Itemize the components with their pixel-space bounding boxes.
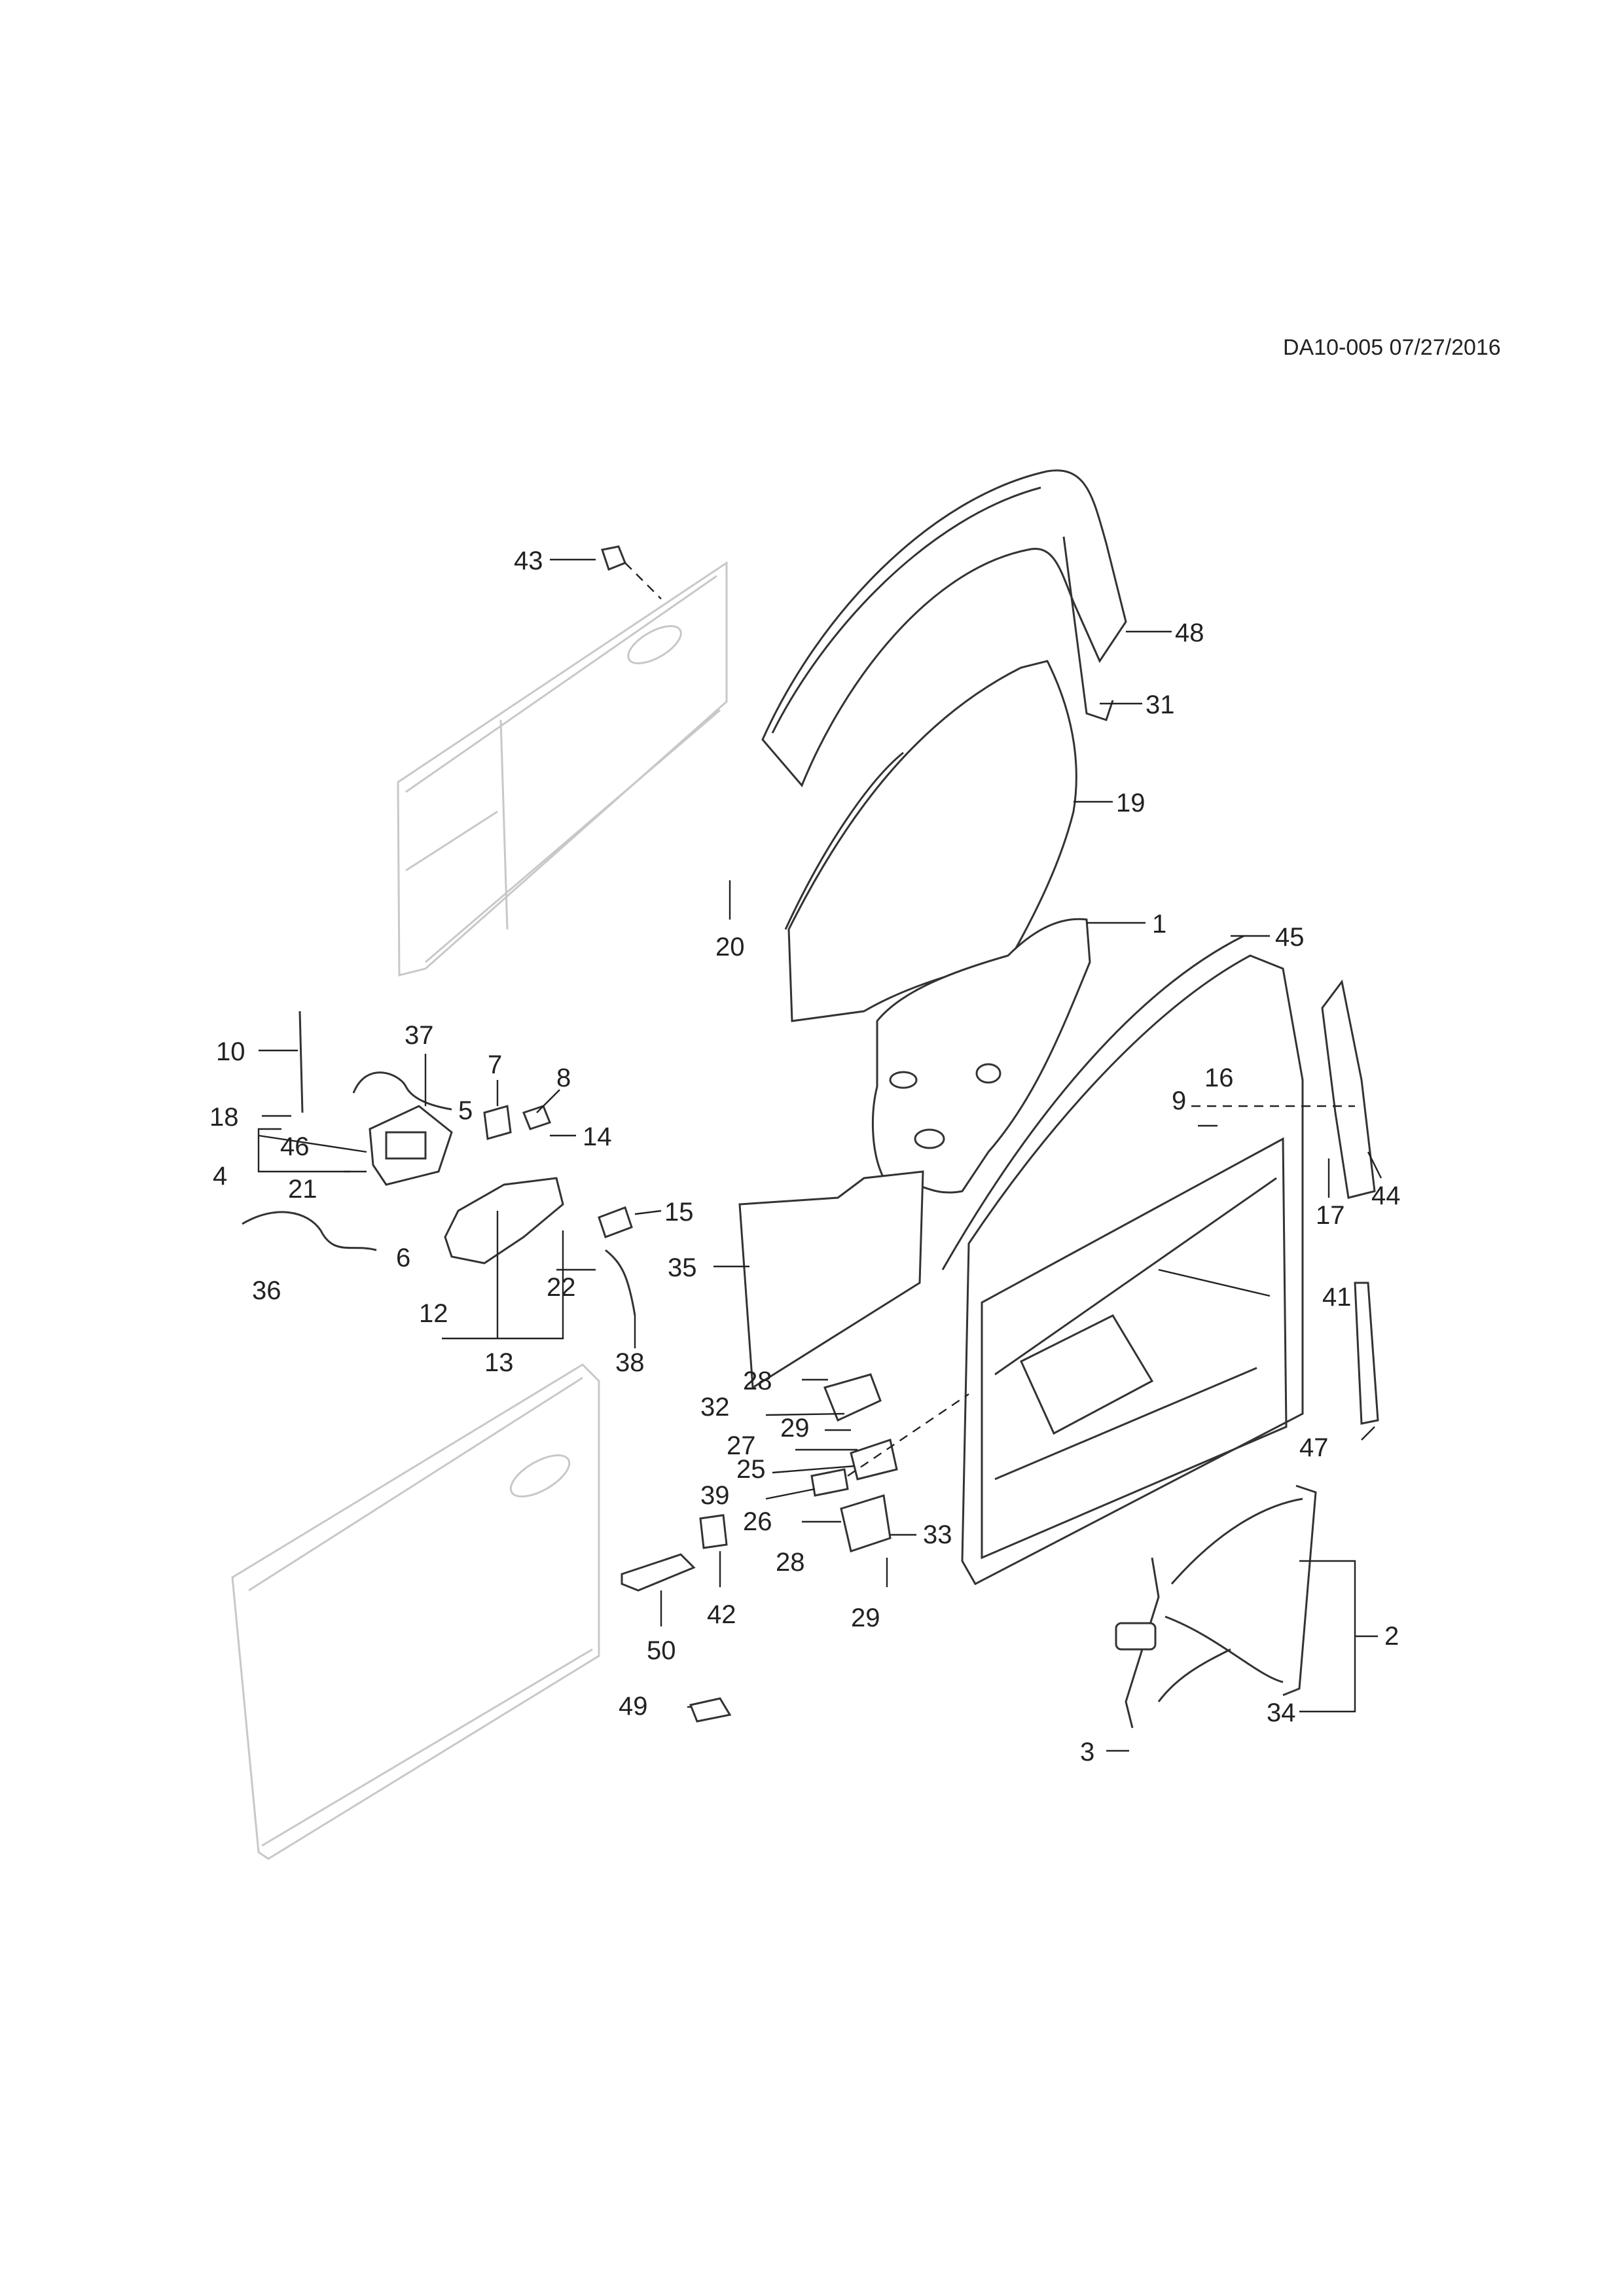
callout-39: 39	[700, 1481, 730, 1510]
callout-18: 18	[209, 1103, 239, 1132]
callout-27: 27	[727, 1431, 756, 1460]
lock-cable-37	[352, 1071, 452, 1111]
callout-7: 7	[488, 1050, 502, 1079]
callout-25: 25	[736, 1455, 766, 1484]
callout-14: 14	[583, 1122, 612, 1151]
rod-10	[298, 1011, 304, 1113]
callout-21: 21	[288, 1175, 317, 1204]
belt-weatherstrip	[941, 935, 1244, 1270]
callout-29b: 29	[851, 1604, 880, 1632]
lock-actuator	[369, 1105, 453, 1186]
door-check-39	[810, 1468, 849, 1497]
leader-lines	[257, 558, 1382, 1752]
callout-4: 4	[213, 1162, 227, 1191]
clip-43	[601, 545, 626, 571]
callout-12: 12	[419, 1299, 448, 1328]
callout-33: 33	[923, 1520, 952, 1549]
callout-26: 26	[743, 1507, 772, 1536]
callout-38: 38	[615, 1348, 645, 1377]
handle-pad-49	[689, 1697, 732, 1723]
callout-41: 41	[1322, 1283, 1352, 1312]
inner-door-structure	[961, 954, 1304, 1585]
callout-46: 46	[280, 1132, 310, 1161]
door-check-25	[850, 1439, 898, 1480]
callout-16: 16	[1204, 1064, 1234, 1092]
callout-35: 35	[668, 1253, 697, 1282]
part-8-cap	[522, 1105, 551, 1130]
callout-2: 2	[1384, 1622, 1399, 1651]
callout-10: 10	[216, 1037, 245, 1066]
callout-5: 5	[458, 1096, 473, 1125]
callout-6: 6	[396, 1244, 410, 1272]
callout-22: 22	[547, 1273, 576, 1302]
door-water-shield	[738, 1170, 924, 1390]
diagram-code-date: DA10-005 07/27/2016	[1283, 335, 1501, 360]
outside-handle-50	[621, 1553, 696, 1592]
callout-3: 3	[1080, 1738, 1094, 1767]
callout-9: 9	[1172, 1086, 1186, 1115]
frame-molding-48-31	[761, 469, 1127, 787]
callout-28a: 28	[743, 1367, 772, 1395]
rear-frame-trim-47	[1354, 1282, 1379, 1425]
handle-cap-42	[699, 1514, 728, 1549]
door-latch	[444, 1177, 564, 1265]
part-5-housing	[483, 1105, 512, 1140]
callout-47: 47	[1299, 1433, 1329, 1462]
callout-32: 32	[700, 1393, 730, 1422]
callout-15: 15	[664, 1198, 694, 1227]
callout-34: 34	[1267, 1698, 1296, 1727]
callout-1: 1	[1152, 910, 1166, 939]
callout-36: 36	[252, 1276, 281, 1305]
upper-door-skin-ghost	[397, 561, 728, 977]
part-15-clip	[598, 1206, 633, 1238]
callout-29a: 29	[780, 1414, 810, 1443]
callout-44: 44	[1371, 1181, 1401, 1210]
callout-labels: 43 48 31 19 20 1 45 10 37 7 8 9 16 18 5 …	[209, 547, 1401, 1767]
inner-panel-bracket	[871, 918, 1091, 1194]
lower-door-skin-ghost	[231, 1363, 600, 1860]
callout-28b: 28	[776, 1548, 805, 1577]
callout-45: 45	[1275, 923, 1305, 952]
callout-31: 31	[1146, 691, 1175, 719]
callout-50: 50	[647, 1636, 676, 1665]
hinge-32	[823, 1373, 882, 1422]
callout-49: 49	[619, 1692, 648, 1721]
hinge-33	[840, 1494, 892, 1552]
callout-17: 17	[1316, 1201, 1345, 1230]
callout-48: 48	[1175, 619, 1204, 647]
callout-19: 19	[1116, 789, 1146, 817]
part-38-rod	[605, 1249, 636, 1316]
lock-cable-36	[242, 1211, 377, 1251]
callout-8: 8	[556, 1064, 571, 1092]
callout-13: 13	[484, 1348, 514, 1377]
callout-43: 43	[514, 547, 543, 575]
window-regulator	[1115, 1484, 1317, 1729]
callout-42: 42	[707, 1600, 736, 1629]
callout-20: 20	[715, 933, 745, 961]
callout-37: 37	[405, 1021, 434, 1050]
rear-frame-trim-44	[1321, 979, 1376, 1199]
